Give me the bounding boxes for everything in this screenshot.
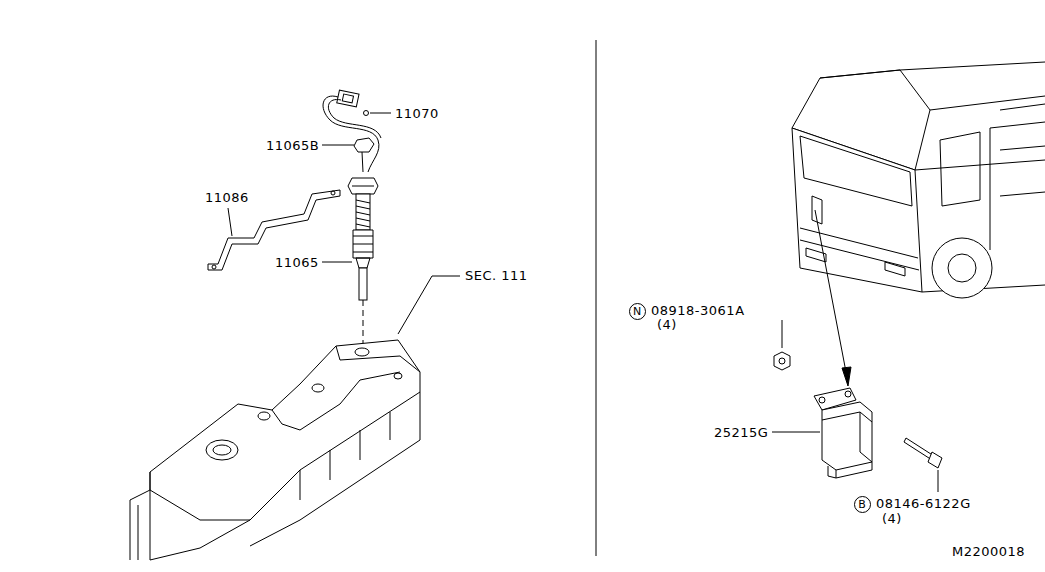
- part-number: 08918-3061A: [651, 303, 745, 318]
- callout-number: 11086: [205, 190, 249, 205]
- nut: [774, 320, 790, 370]
- callout-number: 11065: [275, 255, 319, 270]
- divider-line: [596, 40, 597, 556]
- location-arrow: [815, 210, 851, 386]
- symbol-letter: B: [858, 499, 866, 510]
- quantity: (4): [657, 317, 677, 332]
- symbol-circle: N: [629, 303, 646, 320]
- symbol-letter: N: [633, 306, 641, 317]
- truck: [792, 62, 1045, 298]
- bolt: [904, 438, 942, 492]
- terminal-nut: [354, 138, 374, 172]
- diagram-id: M2200018: [952, 544, 1025, 559]
- section-reference: SEC. 111: [465, 268, 528, 283]
- leader-lines: [228, 113, 820, 432]
- glow-plug-wire: [323, 90, 381, 172]
- callout-number: 11065B: [266, 138, 319, 153]
- quantity: (4): [882, 511, 902, 526]
- part-number: 08146-6122G: [876, 496, 971, 511]
- callout-number: 11070: [395, 106, 439, 121]
- glow-relay: [814, 388, 872, 478]
- symbol-circle: B: [854, 496, 871, 513]
- callout-number: 25215G: [714, 425, 768, 440]
- cylinder-head: [130, 340, 420, 560]
- glow-plug: [348, 178, 378, 348]
